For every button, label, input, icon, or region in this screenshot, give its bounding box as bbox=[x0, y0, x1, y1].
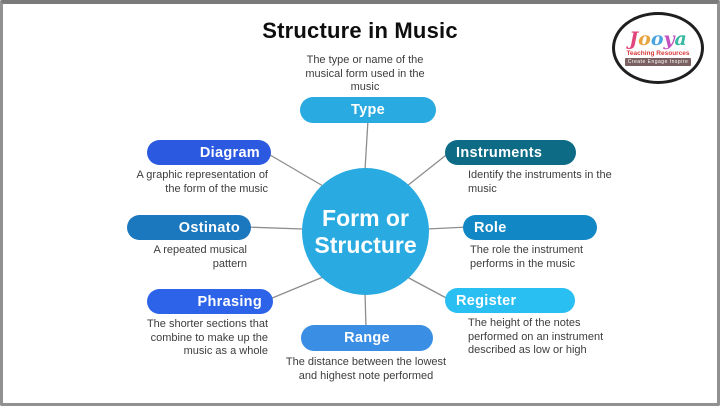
register-description: The height of the notes performed on an … bbox=[468, 317, 604, 356]
diagram-description: A graphic representation of the form of … bbox=[136, 169, 268, 195]
node-type: Type bbox=[300, 97, 436, 123]
node-phrasing-label: Phrasing bbox=[197, 293, 262, 310]
logo-wordmark: Jooya bbox=[629, 28, 687, 50]
node-ostinato-label: Ostinato bbox=[178, 219, 240, 236]
node-role-label: Role bbox=[474, 219, 507, 236]
center-node-line1: Form or bbox=[322, 204, 409, 231]
logo-subtitle: Teaching Resources bbox=[626, 50, 690, 57]
instruments-description: Identify the instruments in the music bbox=[468, 169, 612, 195]
connector-ostinato bbox=[244, 226, 304, 230]
logo-tagline: Create Engage Inspire bbox=[624, 58, 692, 66]
connector-diagram bbox=[264, 151, 324, 187]
ostinato-description: A repeated musical pattern bbox=[153, 244, 247, 270]
jooya-logo: Jooya Teaching Resources Create Engage I… bbox=[612, 12, 704, 84]
node-diagram-label: Diagram bbox=[199, 144, 260, 161]
connector-type bbox=[364, 119, 369, 171]
node-role: Role bbox=[463, 215, 597, 240]
role-description: The role the instrument performs in the … bbox=[470, 244, 584, 270]
node-ostinato: Ostinato bbox=[127, 215, 251, 240]
connector-range bbox=[364, 291, 367, 329]
node-instruments: Instruments bbox=[445, 140, 576, 165]
connector-instruments bbox=[406, 151, 451, 187]
type-description: The type or name of the musical form use… bbox=[305, 54, 425, 93]
center-node: Form or Structure bbox=[302, 168, 429, 295]
node-register: Register bbox=[445, 288, 575, 313]
node-register-label: Register bbox=[456, 292, 517, 309]
connector-register bbox=[406, 276, 451, 301]
center-node-line2: Structure bbox=[314, 231, 417, 258]
node-phrasing: Phrasing bbox=[147, 289, 273, 314]
connector-phrasing bbox=[264, 276, 324, 302]
node-type-label: Type bbox=[351, 102, 385, 118]
node-range-label: Range bbox=[344, 330, 390, 346]
range-description: The distance between the lowest and high… bbox=[285, 356, 447, 382]
page-title: Structure in Music bbox=[262, 18, 458, 43]
node-range: Range bbox=[301, 325, 433, 351]
node-diagram: Diagram bbox=[147, 140, 271, 165]
phrasing-description: The shorter sections that combine to mak… bbox=[146, 318, 268, 357]
connector-role bbox=[426, 226, 469, 230]
node-instruments-label: Instruments bbox=[456, 144, 543, 161]
